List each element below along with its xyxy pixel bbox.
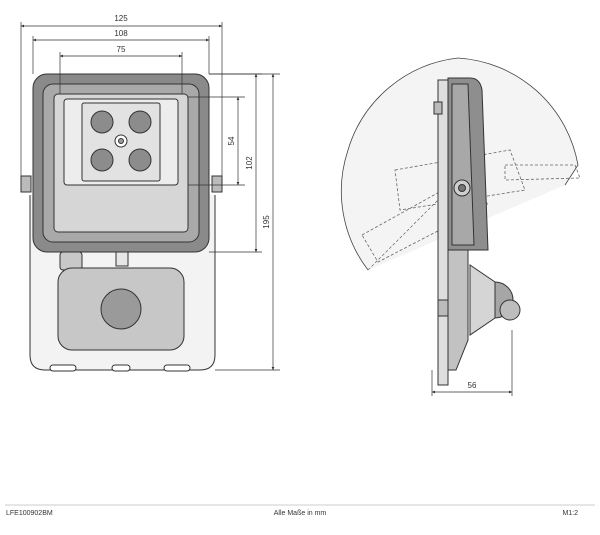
led-1	[90, 110, 114, 134]
front-dimensions	[20, 22, 280, 371]
side-dimensions	[431, 330, 513, 396]
left-bracket-bolt	[20, 175, 32, 193]
dim-height-led: 54	[227, 136, 236, 145]
dim-depth: 56	[468, 381, 477, 390]
side-wall-plate	[437, 79, 449, 386]
dim-height-frame: 102	[245, 156, 254, 170]
dim-height-overall: 195	[262, 215, 271, 229]
led-4	[128, 148, 152, 172]
side-sensor-body	[447, 249, 469, 371]
slot-right	[163, 364, 191, 372]
slot-left	[49, 364, 77, 372]
side-pivot-inner	[458, 184, 466, 192]
dim-width-frame: 108	[114, 29, 128, 38]
dim-width-overall: 125	[114, 14, 128, 23]
side-view	[340, 57, 581, 386]
motion-sensor	[100, 288, 142, 330]
dim-width-led: 75	[117, 45, 126, 54]
unit-note: Alle Maße in mm	[274, 510, 327, 517]
cable-gland	[59, 251, 83, 271]
article-number: LFE100902BM	[6, 510, 53, 517]
footer: LFE100902BM Alle Maße in mm M1:2	[5, 504, 595, 517]
led-3	[90, 148, 114, 172]
scale-label: M1:2	[562, 510, 578, 517]
slot-center	[111, 364, 131, 372]
right-bracket-bolt	[211, 175, 223, 193]
led-2	[128, 110, 152, 134]
front-view	[20, 73, 223, 372]
